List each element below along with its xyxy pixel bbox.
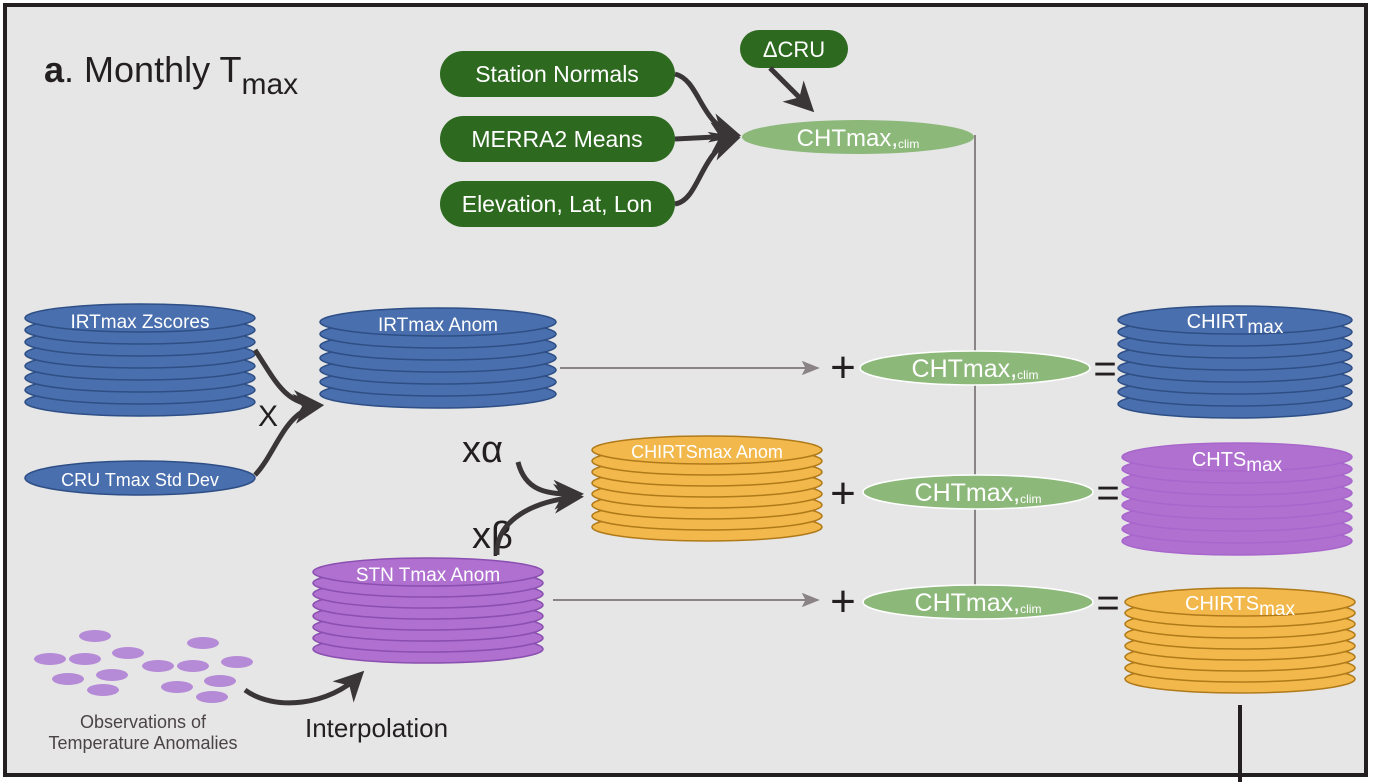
multiply-label: X xyxy=(258,400,278,433)
svg-text:CHTmax,clim: CHTmax,clim xyxy=(797,125,920,152)
svg-text:Station Normals: Station Normals xyxy=(475,61,639,87)
chirt-out-stack: CHIRTmax xyxy=(1117,305,1353,419)
stn-anom-stack-label: STN Tmax Anom xyxy=(356,565,500,586)
observations-label-line2: Temperature Anomalies xyxy=(48,733,237,753)
stack-disc xyxy=(591,435,823,465)
elevation-arrow xyxy=(674,131,741,207)
observation-dots xyxy=(34,630,253,703)
cru-std-arrow xyxy=(253,394,324,477)
irt-zscores-stack-label: IRTmax Zscores xyxy=(70,312,209,333)
irt-anom-stack-label: IRTmax Anom xyxy=(378,315,498,336)
chirts-anom-stack-label: CHIRTSmax Anom xyxy=(631,442,783,462)
interpolation-label: Interpolation xyxy=(305,713,448,743)
svg-text:ΔCRU: ΔCRU xyxy=(763,37,825,62)
stack-disc xyxy=(319,307,557,337)
chirts-out-stack: CHIRTSmax xyxy=(1124,587,1356,694)
chts-out-stack-label: CHTSmax xyxy=(1192,449,1283,476)
plus-sign-1: + xyxy=(830,343,856,392)
irt-anom-stack: IRTmax Anom xyxy=(319,307,557,409)
merra2-means-pill: MERRA2 Means xyxy=(440,116,675,162)
delta-cru-arrow xyxy=(768,66,815,113)
chirts-out-stack-label: CHIRTSmax xyxy=(1185,593,1295,620)
svg-text:Elevation, Lat, Lon: Elevation, Lat, Lon xyxy=(462,191,653,217)
alpha-label: xα xyxy=(462,429,503,471)
stn-anom-stack: STN Tmax Anom xyxy=(312,557,544,664)
beta-label: xβ xyxy=(472,515,513,557)
plus-sign-2: + xyxy=(830,469,856,518)
svg-text:CHTmax,clim: CHTmax,clim xyxy=(915,589,1042,617)
svg-text:CHTmax,clim: CHTmax,clim xyxy=(912,355,1039,383)
chts-out-stack: CHTSmax xyxy=(1121,442,1353,556)
station-normals-pill: Station Normals xyxy=(440,51,675,97)
stack-disc xyxy=(1124,587,1356,617)
equals-sign-1: = xyxy=(1093,347,1116,391)
irt-zscores-stack: IRTmax Zscores xyxy=(24,303,256,417)
elevation-pill: Elevation, Lat, Lon xyxy=(440,181,675,227)
interpolation-arrow xyxy=(243,670,365,706)
plus-sign-3: + xyxy=(830,577,856,626)
chirts-anom-stack: CHIRTSmax Anom xyxy=(591,435,823,542)
equals-sign-2: = xyxy=(1096,471,1119,515)
svg-text:CHTmax,clim: CHTmax,clim xyxy=(915,479,1042,507)
stack-disc xyxy=(1121,442,1353,472)
observations-label-line1: Observations of xyxy=(80,712,207,732)
stack-disc xyxy=(312,557,544,587)
beta-arrow xyxy=(494,483,584,556)
chirt-out-stack-label: CHIRTmax xyxy=(1187,311,1284,338)
climatology-ellipse-row1: CHTmax,clim xyxy=(859,350,1091,386)
climatology-ellipse-top: CHTmax,clim xyxy=(742,120,974,154)
stack-disc xyxy=(24,303,256,333)
climatology-ellipse-row3: CHTmax,clim xyxy=(862,584,1094,620)
svg-text:CRU Tmax Std Dev: CRU Tmax Std Dev xyxy=(61,470,219,490)
stack-disc xyxy=(1117,305,1353,335)
merra2-arrow xyxy=(674,122,741,153)
climatology-ellipse-row2: CHTmax,clim xyxy=(862,474,1094,510)
cru-std-dev-ellipse: CRU Tmax Std Dev xyxy=(24,460,256,496)
svg-text:MERRA2 Means: MERRA2 Means xyxy=(471,126,642,152)
panel-title: a. Monthly Tmax xyxy=(44,49,298,101)
equals-sign-3: = xyxy=(1096,581,1119,625)
delta-cru-pill: ΔCRU xyxy=(740,30,848,68)
